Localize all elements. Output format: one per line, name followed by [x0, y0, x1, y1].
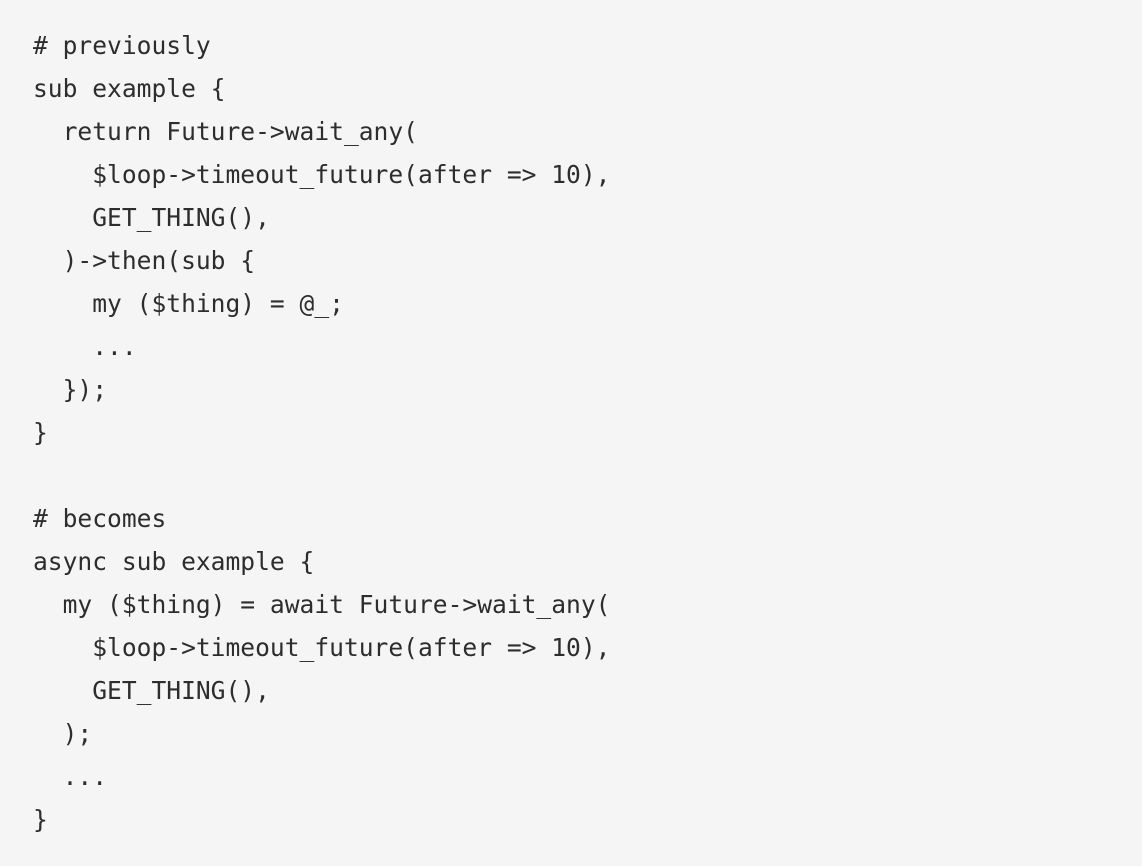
code-line: ... — [33, 332, 137, 361]
code-line: async sub example { — [33, 547, 315, 576]
code-line: ); — [33, 719, 93, 748]
code-line: # previously — [33, 31, 211, 60]
code-line: )->then(sub { — [33, 246, 256, 275]
code-line: GET_THING(), — [33, 676, 270, 705]
code-listing[interactable]: # previously sub example { return Future-… — [33, 24, 610, 841]
code-line: sub example { — [33, 74, 226, 103]
code-line: GET_THING(), — [33, 203, 270, 232]
code-line: }); — [33, 375, 108, 404]
code-line: my ($thing) = @_; — [33, 289, 344, 318]
code-line: } — [33, 805, 48, 834]
code-line: ... — [33, 762, 108, 791]
code-line: $loop->timeout_future(after => 10), — [33, 633, 611, 662]
code-line-blank — [33, 454, 610, 497]
code-line: } — [33, 418, 48, 447]
code-line: return Future->wait_any( — [33, 117, 418, 146]
code-line: # becomes — [33, 504, 167, 533]
code-line: my ($thing) = await Future->wait_any( — [33, 590, 611, 619]
code-line: $loop->timeout_future(after => 10), — [33, 160, 611, 189]
